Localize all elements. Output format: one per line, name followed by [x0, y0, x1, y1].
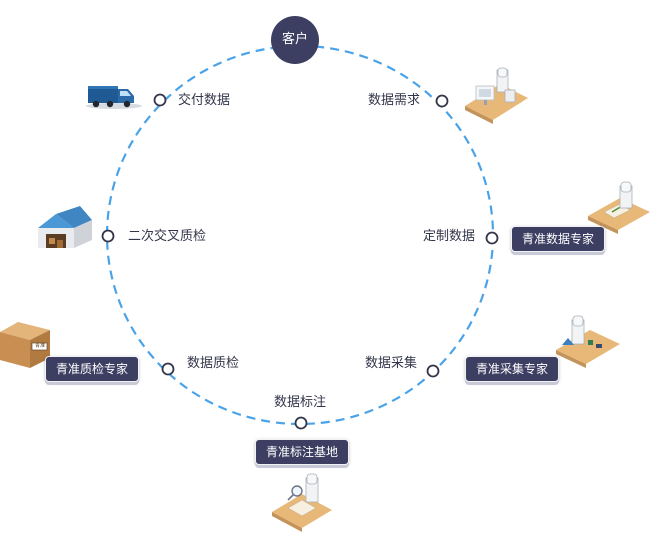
- quality-node: [161, 362, 175, 376]
- delivery-truck-icon: [86, 86, 142, 109]
- delivery-label: 交付数据: [178, 93, 231, 108]
- magnifier-desk-icon: [272, 473, 332, 532]
- custom-node: [485, 231, 499, 245]
- data-expert-badge: 青准数据专家: [511, 226, 606, 252]
- cross-check-node: [101, 229, 115, 243]
- qa-expert-badge: 青准质检专家: [45, 356, 140, 382]
- requirements-node: [435, 94, 449, 108]
- annotation-node: [294, 416, 308, 430]
- warehouse-icon: [38, 206, 92, 248]
- custom-label: 定制数据: [423, 229, 476, 244]
- requirements-label: 数据需求: [368, 93, 421, 108]
- lab-collection-icon: [556, 315, 620, 368]
- quality-label: 数据质检: [187, 356, 240, 371]
- collection-expert-badge: 青准采集专家: [465, 356, 560, 382]
- collection-node: [426, 364, 440, 378]
- cross-check-label: 二次交叉质检: [128, 229, 207, 244]
- box-label: 青准: [34, 343, 45, 349]
- desk-drafting-icon: [588, 181, 650, 234]
- annotation-base-badge: 青准标注基地: [255, 439, 350, 465]
- delivery-node: [153, 93, 167, 107]
- collection-label: 数据采集: [365, 356, 418, 371]
- workstation-icon: [465, 67, 528, 124]
- customer-node: [271, 16, 319, 64]
- cardboard-box-icon: [0, 322, 50, 368]
- annotation-label: 数据标注: [274, 395, 327, 410]
- customer-label: 客户: [281, 32, 308, 47]
